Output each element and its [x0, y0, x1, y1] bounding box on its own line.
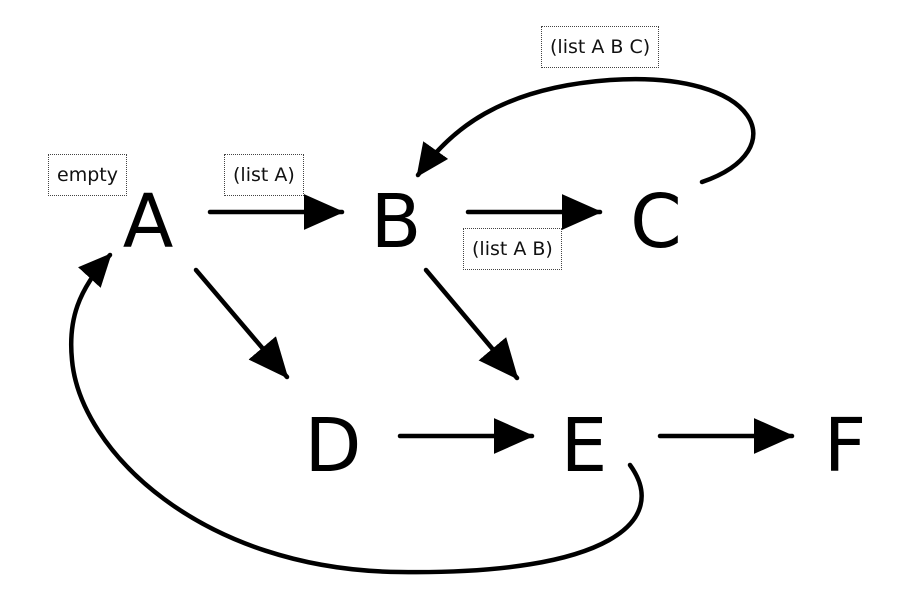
node-e: E	[560, 403, 608, 489]
tag-list-ab: (list A B)	[463, 228, 562, 270]
edge-e-a	[69, 252, 644, 575]
tag-list-a: (list A)	[224, 154, 304, 196]
node-a: A	[122, 179, 174, 265]
edge-a-d	[193, 267, 290, 380]
edge-c-b	[415, 76, 756, 185]
tag-empty: empty	[48, 154, 127, 196]
edge-b-e	[423, 267, 520, 381]
node-d: D	[304, 403, 362, 489]
node-c: C	[630, 179, 682, 265]
node-b: B	[370, 179, 422, 265]
node-f: F	[823, 403, 867, 489]
tag-list-abc: (list A B C)	[541, 26, 660, 68]
